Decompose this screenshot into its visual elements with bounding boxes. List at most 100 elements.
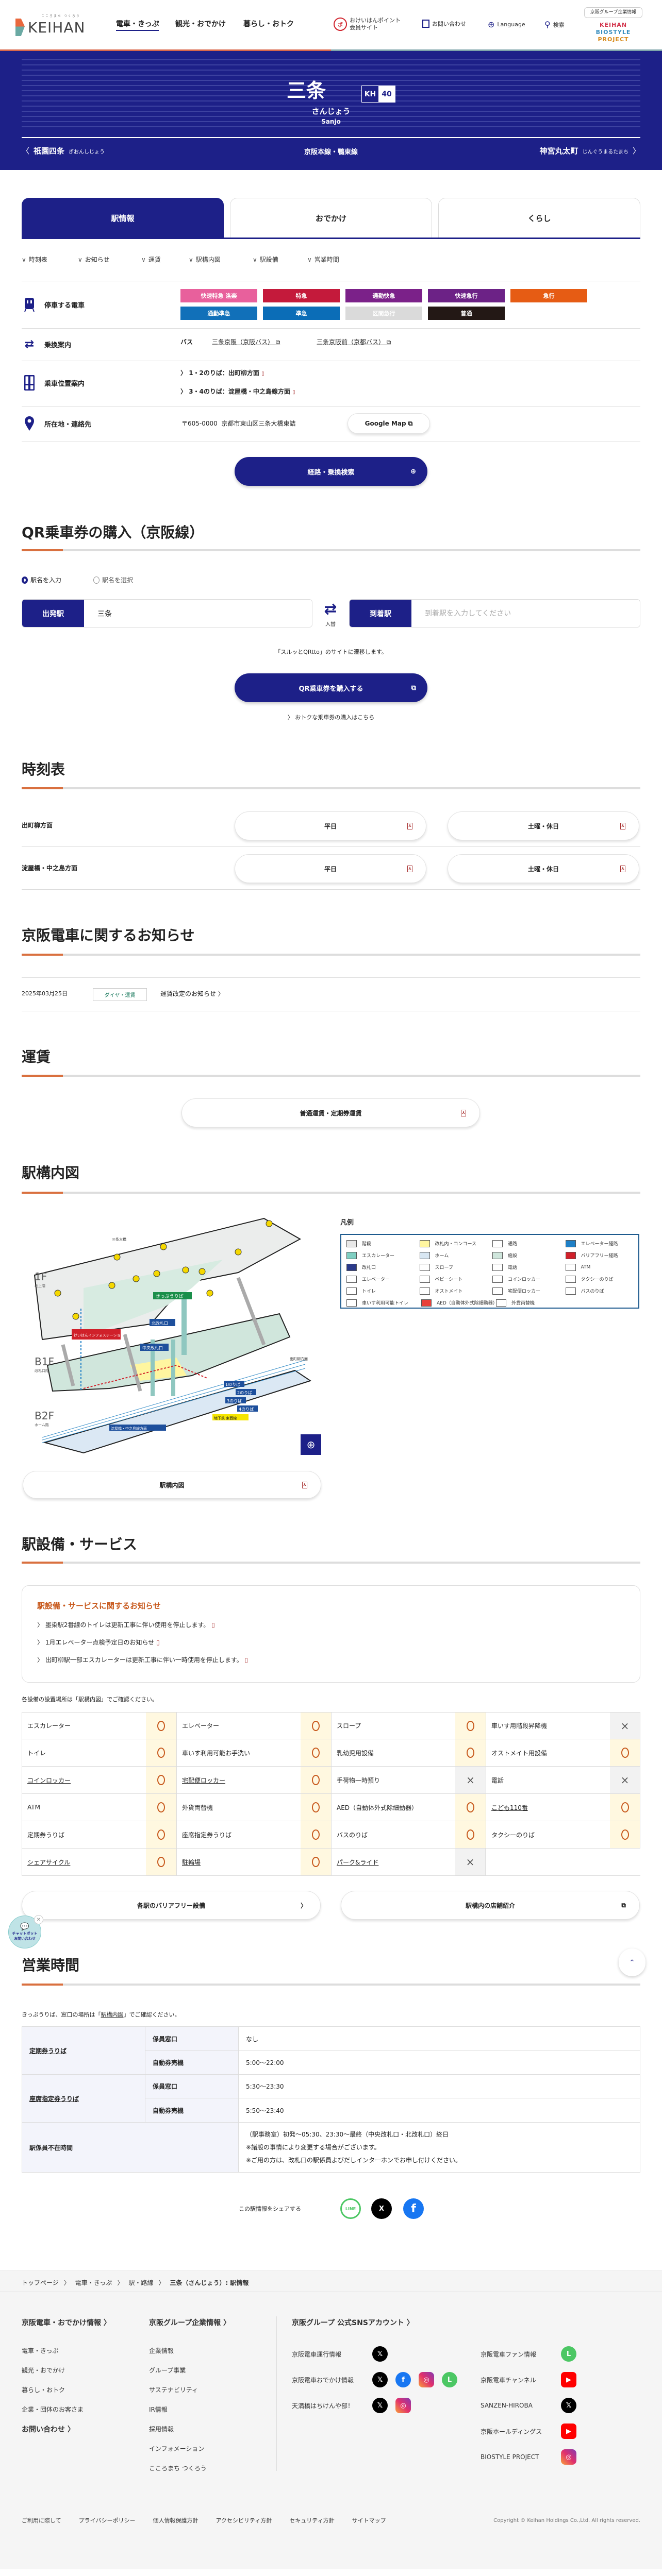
footer-sns-title[interactable]: 京阪グループ 公式SNSアカウント 〉 — [292, 2319, 414, 2327]
timetable-holiday-button[interactable]: 土曜・休日⅄ — [448, 854, 639, 883]
news-item-link[interactable]: 運賃改定のお知らせ 〉 — [160, 990, 224, 997]
share-facebook-button[interactable]: f — [403, 2198, 424, 2219]
footer-link[interactable]: グループ事業 — [149, 2367, 186, 2374]
personal-info-link[interactable]: 個人情報保護方針 — [153, 2517, 198, 2524]
line-icon[interactable]: L — [442, 2372, 457, 2387]
footer-link[interactable]: 暮らし・おトク — [22, 2386, 65, 2394]
footer-link[interactable]: 企業情報 — [149, 2347, 174, 2354]
deal-ticket-link[interactable]: 〉 おトクな乗車券の購入はこちら — [287, 714, 375, 721]
swap-button[interactable]: ⇄入替 — [321, 599, 340, 628]
nav-sightseeing[interactable]: 観光・おでかけ — [175, 20, 226, 28]
station-map-pdf-button[interactable]: 駅構内図⅄ — [23, 1471, 321, 1499]
anchor-station-map[interactable]: 駅構内図 — [189, 255, 221, 264]
x-icon[interactable]: 𝕏 — [372, 2346, 388, 2362]
anchor-news[interactable]: お知らせ — [78, 255, 110, 264]
group-corporate-link[interactable]: 京阪グループ企業情報 — [584, 7, 642, 18]
security-link[interactable]: セキュリティ方針 — [289, 2517, 335, 2524]
x-icon[interactable]: 𝕏 — [372, 2372, 388, 2387]
timetable-holiday-button[interactable]: 土曜・休日⅄ — [448, 811, 639, 840]
prev-station-link[interactable]: 〈祇園四条ぎおんしじょう — [22, 146, 105, 156]
transfer-link-keihan-bus[interactable]: 三条京阪（京阪バス） ⧉ — [212, 338, 280, 346]
buy-qr-ticket-button[interactable]: QR乗車券を購入する⧉ — [235, 673, 427, 702]
contact-link[interactable]: お問い合わせ — [422, 20, 466, 28]
privacy-policy-link[interactable]: プライバシーポリシー — [78, 2517, 136, 2524]
facility-name[interactable]: パーク&ライド — [331, 1849, 455, 1875]
back-to-top-button[interactable]: ⌃ — [619, 1948, 646, 1976]
chatbot-close-button[interactable]: ✕ — [34, 1915, 43, 1924]
radio-enter-name[interactable]: 駅名を入力 — [22, 575, 61, 584]
map-zoom-button[interactable]: ⊕ — [301, 1434, 321, 1455]
instagram-icon[interactable]: ◎ — [395, 2398, 411, 2413]
facility-name[interactable]: シェアサイクル — [22, 1849, 146, 1875]
footer-contact-link[interactable]: お問い合わせ 〉 — [22, 2426, 75, 2434]
facility-name[interactable]: コインロッカー — [22, 1767, 146, 1793]
nav-trains-tickets[interactable]: 電車・きっぷ — [116, 19, 159, 31]
transfer-link-kyoto-bus[interactable]: 三条京阪前（京都バス） ⧉ — [317, 338, 391, 346]
biostyle-project-logo[interactable]: KEIHAN BIOSTYLE PROJECT — [595, 22, 631, 43]
radio-select-name[interactable]: 駅名を選択 — [93, 575, 133, 584]
tab-living[interactable]: くらし — [438, 198, 640, 238]
youtube-icon[interactable]: ▶ — [561, 2424, 576, 2439]
tab-outings[interactable]: おでかけ — [230, 198, 432, 238]
anchor-timetable[interactable]: 時刻表 — [22, 255, 47, 264]
sitemap-link[interactable]: サイトマップ — [352, 2517, 386, 2524]
anchor-fare[interactable]: 運賃 — [141, 255, 161, 264]
share-x-button[interactable]: X — [371, 2198, 392, 2219]
footer-link[interactable]: インフォメーション — [149, 2445, 205, 2452]
footer-link[interactable]: サステナビリティ — [149, 2386, 198, 2394]
cross-icon: × — [620, 1719, 630, 1732]
footer-link[interactable]: 企業・団体のお客さま — [22, 2406, 84, 2413]
points-member-site-link[interactable]: ポ おけいはんポイント会員サイト — [334, 17, 401, 31]
station-map-image[interactable]: 1F 地上階 B1F 改札口階 B2F ホーム階 三条大橋 きっぷうりば けいは… — [22, 1211, 321, 1455]
nav-living[interactable]: 暮らし・おトク — [243, 20, 294, 28]
google-map-button[interactable]: Google Map ⧉ — [347, 413, 430, 434]
anchor-facilities[interactable]: 駅設備 — [253, 255, 278, 264]
x-icon[interactable]: 𝕏 — [372, 2398, 388, 2413]
footer-col2-title[interactable]: 京阪グループ企業情報 〉 — [149, 2319, 231, 2327]
commuter-pass-counter-link[interactable]: 定期券うりば — [29, 2047, 67, 2055]
station-shops-button[interactable]: 駅構内の店舗紹介⧉ — [341, 1891, 640, 1920]
accessibility-link[interactable]: アクセシビリティ方針 — [216, 2517, 272, 2524]
share-line-button[interactable]: LINE — [340, 2198, 361, 2219]
footer-col1-title[interactable]: 京阪電車・おでかけ情報 〉 — [22, 2319, 111, 2327]
facility-notice-link[interactable]: 〉 1月エレベーター点検予定日のお知らせ ▯ — [37, 1639, 160, 1646]
footer-link[interactable]: IR情報 — [149, 2406, 168, 2413]
breadcrumb-stations[interactable]: 駅・路線 — [128, 2279, 154, 2286]
footer-link[interactable]: こころまち つくろう — [149, 2465, 207, 2472]
station-map-link[interactable]: 駅構内図 — [78, 1696, 101, 1703]
breadcrumb-trains[interactable]: 電車・きっぷ — [75, 2279, 112, 2286]
position-link-3-4[interactable]: 〉 3・4のりば：淀屋橋・中之島線方面 ▯ — [180, 388, 295, 395]
youtube-icon[interactable]: ▶ — [561, 2372, 576, 2387]
keihan-logo[interactable]: KEIHAN — [15, 18, 85, 37]
footer-link[interactable]: 採用情報 — [149, 2426, 174, 2433]
instagram-icon[interactable]: ◎ — [419, 2372, 434, 2387]
search-link[interactable]: ⚲検索 — [544, 20, 565, 29]
breadcrumb-top[interactable]: トップページ — [22, 2279, 59, 2286]
timetable-weekday-button[interactable]: 平日⅄ — [235, 854, 426, 883]
barrier-free-button[interactable]: 各駅のバリアフリー設備〉 — [22, 1891, 321, 1920]
language-link[interactable]: ⊕Language — [488, 20, 525, 29]
facility-name[interactable]: 駐輪場 — [176, 1849, 301, 1875]
tab-station-info[interactable]: 駅情報 — [22, 198, 224, 238]
footer-link[interactable]: 観光・おでかけ — [22, 2367, 65, 2374]
footer-link[interactable]: 電車・きっぷ — [22, 2347, 59, 2354]
station-map-link[interactable]: 駅構内図 — [101, 2011, 124, 2018]
position-link-1-2[interactable]: 〉 1・2のりば：出町柳方面 ▯ — [180, 369, 264, 377]
anchor-hours[interactable]: 営業時間 — [307, 255, 339, 264]
terms-link[interactable]: ご利用に際して — [22, 2517, 61, 2524]
facility-name[interactable]: こども110番 — [486, 1794, 610, 1821]
reserved-seat-counter-link[interactable]: 座席指定券うりば — [29, 2095, 79, 2103]
line-icon[interactable]: L — [561, 2346, 576, 2362]
departure-input[interactable] — [84, 600, 312, 627]
x-icon[interactable]: 𝕏 — [561, 2398, 576, 2413]
timetable-weekday-button[interactable]: 平日⅄ — [235, 811, 426, 840]
facility-notice-link[interactable]: 〉 墨染駅2番線のトイレは更新工事に伴い使用を停止します。 ▯ — [37, 1621, 215, 1629]
route-search-button[interactable]: 経路・乗換検索⊕ — [235, 457, 427, 486]
facility-notice-link[interactable]: 〉 出町柳駅一部エスカレーターは更新工事に伴い一時使用を停止します。 ▯ — [37, 1656, 249, 1664]
facebook-icon[interactable]: f — [395, 2372, 411, 2387]
facility-name[interactable]: 宅配便ロッカー — [176, 1767, 301, 1793]
instagram-icon[interactable]: ◎ — [561, 2449, 576, 2465]
arrival-input[interactable] — [411, 600, 640, 627]
fare-pdf-button[interactable]: 普通運賃・定期券運賃⅄ — [181, 1098, 480, 1127]
next-station-link[interactable]: 神宮丸太町じんぐうまるたまち〉 — [539, 146, 640, 156]
